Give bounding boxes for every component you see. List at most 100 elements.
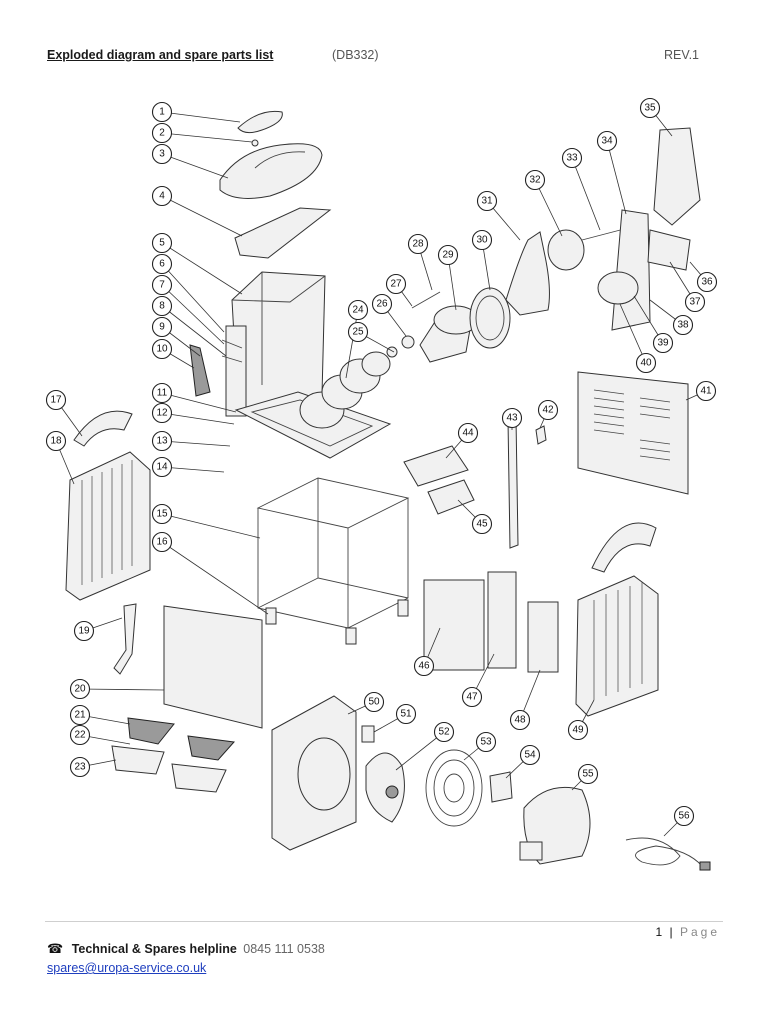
callout-23: 23 — [69, 756, 117, 778]
callout-circle — [437, 244, 459, 266]
page-number-value: 1 — [655, 925, 663, 939]
callout-2: 2 — [151, 122, 253, 144]
callout-circle — [577, 763, 599, 785]
callout-52: 52 — [395, 721, 455, 771]
callout-number: 44 — [462, 428, 474, 439]
leader-line — [534, 179, 563, 237]
callout-27: 27 — [385, 273, 413, 307]
callout-29: 29 — [437, 244, 459, 311]
callout-number: 20 — [74, 684, 86, 695]
document-title: Exploded diagram and spare parts list — [47, 48, 274, 62]
callout-number: 7 — [159, 280, 165, 291]
leader-line — [161, 541, 269, 615]
callout-37: 37 — [669, 261, 706, 313]
callout-number: 26 — [376, 299, 388, 310]
callout-4: 4 — [151, 185, 243, 237]
callout-circle — [151, 295, 173, 317]
callout-circle — [69, 678, 91, 700]
callout-44: 44 — [445, 422, 479, 459]
callout-number: 27 — [390, 279, 402, 290]
callout-circle — [519, 744, 541, 766]
part-lid-seal — [234, 207, 332, 259]
callout-32: 32 — [524, 169, 563, 237]
callout-number: 2 — [159, 128, 165, 139]
callout-number: 50 — [368, 697, 380, 708]
page-label: Page — [679, 925, 720, 939]
part-tap-lever — [189, 344, 211, 397]
callout-circle — [635, 352, 657, 374]
leader-line — [345, 309, 359, 379]
helpline: ☎ Technical & Spares helpline 0845 111 0… — [47, 941, 325, 957]
callout-number: 5 — [159, 238, 165, 249]
callout-7: 7 — [151, 274, 225, 345]
part-drip-grid — [127, 717, 175, 745]
part-rear-housing — [505, 231, 550, 316]
callout-47: 47 — [461, 653, 495, 708]
callout-circle — [639, 97, 661, 119]
callout-50: 50 — [347, 691, 385, 715]
callout-number: 39 — [657, 338, 669, 349]
part-power-cord — [625, 837, 703, 867]
page-number: 1 | Page — [655, 925, 720, 939]
leader-line — [161, 513, 261, 539]
callout-number: 22 — [74, 730, 86, 741]
callout-circle — [347, 299, 369, 321]
callout-circle — [151, 232, 173, 254]
leader-line — [161, 195, 243, 237]
callout-circle — [695, 380, 717, 402]
callout-28: 28 — [407, 233, 433, 291]
leader-line — [161, 412, 235, 425]
email-link[interactable]: spares@uropa-service.co.uk — [47, 961, 207, 975]
callout-circle — [363, 691, 385, 713]
part-screw — [251, 139, 259, 147]
callout-circle — [69, 756, 91, 778]
callout-number: 9 — [159, 322, 165, 333]
callout-number: 54 — [524, 750, 536, 761]
callout-19: 19 — [73, 617, 123, 642]
callout-circle — [567, 719, 589, 741]
callout-circle — [696, 271, 718, 293]
callout-49: 49 — [567, 699, 595, 741]
exploded-diagram-svg: 1234567891011121314151617181920212223242… — [45, 97, 718, 871]
callout-number: 45 — [476, 519, 488, 530]
callout-41: 41 — [685, 380, 717, 402]
part-bracket — [653, 127, 701, 226]
callout-number: 28 — [412, 239, 424, 250]
callout-number: 36 — [701, 277, 713, 288]
callout-38: 38 — [649, 299, 694, 336]
callout-number: 53 — [480, 737, 492, 748]
leader-line — [161, 305, 227, 357]
part-lid-handle — [237, 110, 283, 134]
callout-circle — [371, 293, 393, 315]
callout-circle — [385, 273, 407, 295]
part-tap — [225, 325, 247, 417]
leader-line — [161, 284, 225, 345]
part-front-panel — [163, 605, 263, 729]
callout-circle — [151, 338, 173, 360]
callout-circle — [475, 731, 497, 753]
callout-number: 23 — [74, 762, 86, 773]
part-side-panel — [65, 451, 151, 601]
callout-number: 12 — [156, 408, 168, 419]
callout-number: 30 — [476, 235, 488, 246]
callout-number: 6 — [159, 259, 165, 270]
callout-circle — [652, 332, 674, 354]
leader-line — [79, 688, 165, 691]
callout-48: 48 — [509, 669, 541, 731]
part-fan-motor — [489, 771, 513, 803]
callout-number: 13 — [156, 436, 168, 447]
callout-33: 33 — [561, 147, 601, 231]
callout-circle — [524, 169, 546, 191]
leader-line — [161, 111, 241, 123]
callout-number: 17 — [50, 395, 62, 406]
part-fan-blade — [365, 752, 405, 823]
callout-35: 35 — [639, 97, 673, 137]
callout-number: 41 — [700, 386, 712, 397]
callout-number: 15 — [156, 509, 168, 520]
callout-circle — [151, 253, 173, 275]
footer-divider — [45, 921, 723, 922]
callout-11: 11 — [151, 382, 237, 413]
callout-number: 16 — [156, 537, 168, 548]
helpline-label: Technical & Spares helpline — [71, 942, 237, 956]
callout-circle — [73, 620, 95, 642]
